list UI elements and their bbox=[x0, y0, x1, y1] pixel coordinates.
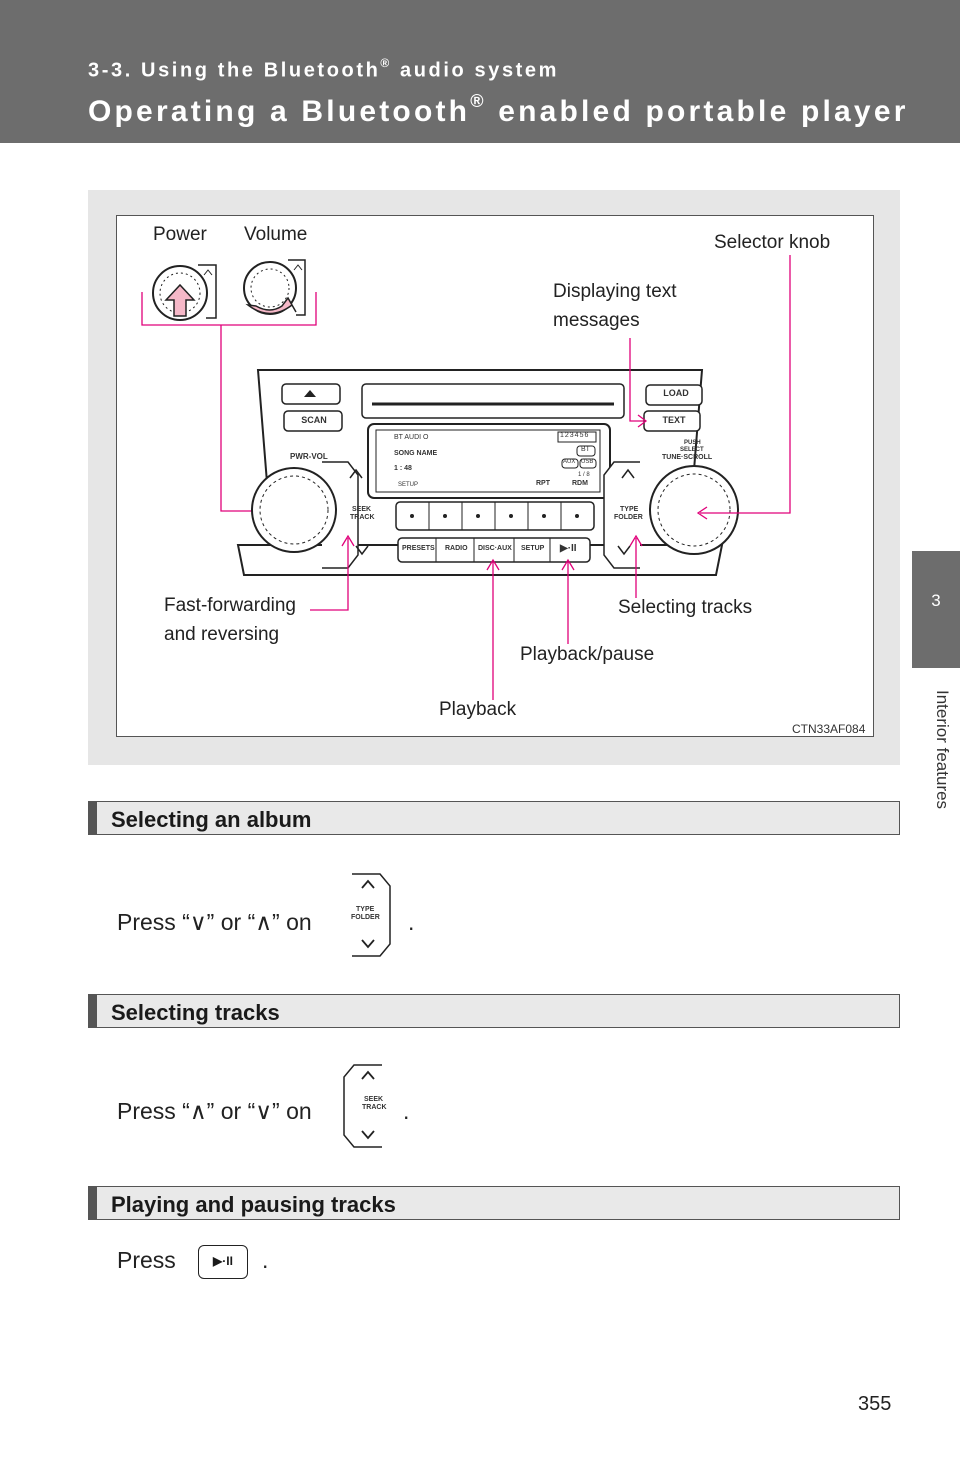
tracks-period: . bbox=[403, 1098, 410, 1124]
display-setup: SETUP bbox=[398, 482, 419, 488]
figure-code: CTN33AF084 bbox=[792, 722, 866, 736]
album-period: . bbox=[408, 909, 415, 935]
volume-label: Volume bbox=[244, 224, 308, 245]
display-bt-badge: BT bbox=[581, 446, 590, 453]
page-header bbox=[0, 0, 960, 143]
power-knob-illustration bbox=[152, 264, 217, 321]
page-title: Operating a Bluetooth® enabled portable … bbox=[88, 91, 909, 128]
knob-bracket bbox=[141, 292, 317, 326]
section-heading-tracks: Selecting tracks bbox=[88, 994, 900, 1028]
display-aux: AUX bbox=[563, 459, 576, 465]
head-unit bbox=[236, 369, 739, 576]
type-label: TYPE bbox=[620, 506, 639, 513]
selector-knob-label: Selector knob bbox=[714, 232, 831, 253]
type-folder-button-label-2: FOLDER bbox=[351, 914, 380, 921]
select-label: SELECT bbox=[680, 447, 704, 453]
selecting-tracks-label: Selecting tracks bbox=[618, 597, 753, 618]
power-label: Power bbox=[153, 224, 207, 245]
display-song-name: SONG NAME bbox=[394, 450, 438, 457]
display-presets: 123456 bbox=[560, 432, 590, 439]
play-pause-glyph: ▶·II bbox=[213, 1254, 233, 1268]
type-folder-button-label-1: TYPE bbox=[356, 906, 375, 913]
push-label: PUSH bbox=[684, 440, 701, 446]
display-rpt: RPT bbox=[536, 480, 550, 487]
seek-track-button-icon bbox=[343, 1064, 382, 1148]
playback-pause-label: Playback/pause bbox=[520, 644, 655, 665]
play-pause-label: ▶·II bbox=[560, 543, 577, 554]
section-heading-playing: Playing and pausing tracks bbox=[88, 1186, 900, 1220]
radio-label: RADIO bbox=[445, 545, 468, 552]
pwr-vol-label: PWR-VOL bbox=[290, 452, 328, 461]
section-subtitle: 3-3. Using the Bluetooth® audio system bbox=[88, 56, 560, 82]
volume-knob-illustration bbox=[243, 259, 306, 316]
display-rdm: RDM bbox=[572, 480, 588, 487]
chapter-tab: 3 bbox=[912, 551, 960, 668]
tune-scroll-label: TUNE·SCROLL bbox=[662, 454, 713, 461]
album-instruction: Press “∨” or “∧” on bbox=[117, 909, 312, 935]
seek-track-button-label-1: SEEK bbox=[364, 1096, 384, 1103]
folder-label: FOLDER bbox=[614, 514, 643, 521]
display-time: 1 : 48 bbox=[394, 465, 412, 472]
tracks-instruction: Press “∧” or “∨” on bbox=[117, 1098, 312, 1124]
section-heading-album: Selecting an album bbox=[88, 801, 900, 835]
playing-instruction: Press bbox=[117, 1247, 176, 1273]
type-folder-button-icon bbox=[352, 873, 391, 957]
chapter-label: Interior features bbox=[933, 690, 952, 810]
page-number: 355 bbox=[858, 1393, 892, 1415]
leader-lines bbox=[310, 255, 791, 700]
playback-label: Playback bbox=[439, 699, 517, 720]
presets-label: PRESETS bbox=[402, 545, 435, 552]
scan-button-label: SCAN bbox=[301, 415, 327, 425]
setup-label: SETUP bbox=[521, 545, 545, 552]
display-usb: USB bbox=[581, 459, 594, 465]
display-track: 1 / 8 bbox=[578, 472, 590, 478]
display-bt-audio: BT AUDI O bbox=[394, 434, 429, 441]
disc-aux-label: DISC·AUX bbox=[478, 545, 512, 552]
text-button-label: TEXT bbox=[662, 415, 686, 425]
seek-track-button-label-2: TRACK bbox=[362, 1104, 387, 1111]
play-pause-button-icon: ▶·II bbox=[198, 1245, 248, 1279]
track-label: TRACK bbox=[350, 514, 375, 521]
load-button-label: LOAD bbox=[663, 388, 689, 398]
seek-label: SEEK bbox=[352, 506, 372, 513]
playing-period: . bbox=[262, 1247, 269, 1273]
